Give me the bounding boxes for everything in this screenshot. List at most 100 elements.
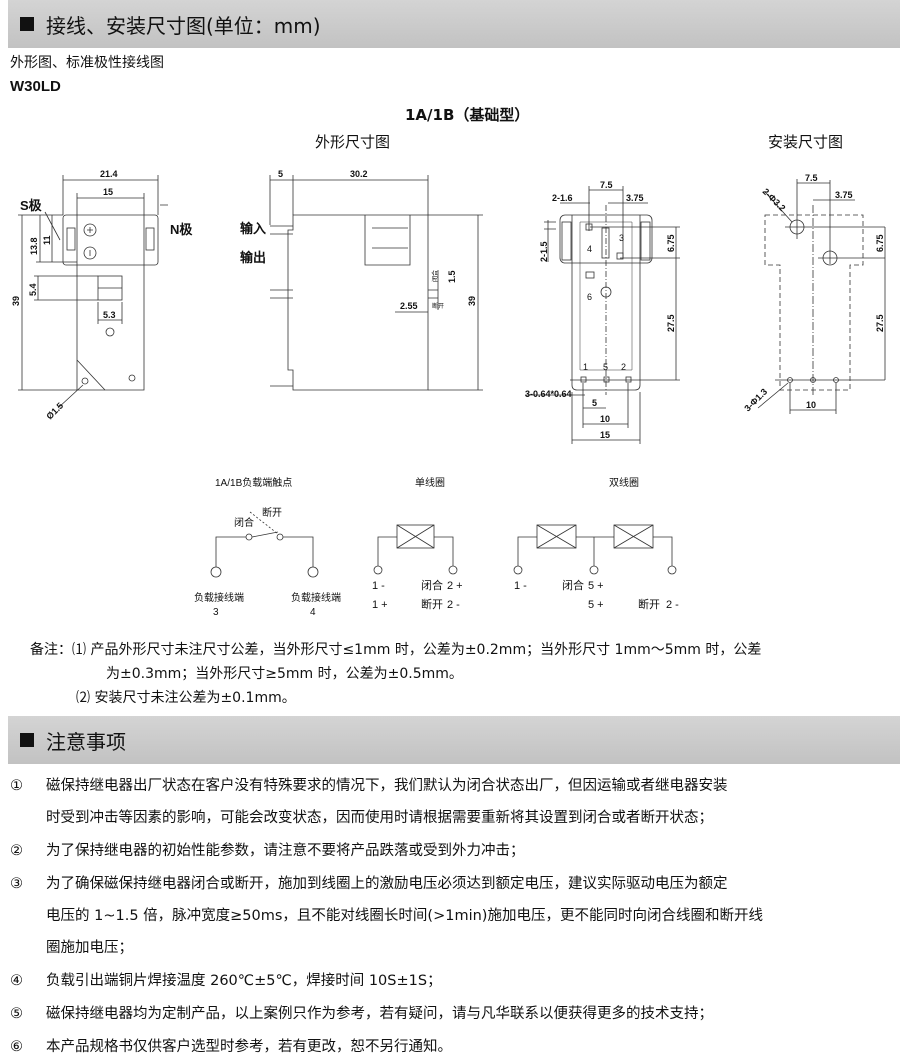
- caution-number: ③: [10, 876, 23, 892]
- svg-text:6: 6: [587, 292, 592, 302]
- note-text: 产品外形尺寸未注尺寸公差，当外形尺寸≤1mm 时，公差为±0.2mm；当外形尺寸…: [90, 642, 762, 658]
- svg-text:1.5: 1.5: [447, 270, 457, 283]
- svg-text:27.5: 27.5: [666, 314, 676, 332]
- svg-text:27.5: 27.5: [875, 314, 885, 332]
- caution-text: 本产品规格书仅供客户选型时参考，若有更改，恕不另行通知。: [46, 1039, 452, 1055]
- svg-text:7.5: 7.5: [600, 180, 613, 190]
- svg-text:负载接线端: 负载接线端: [291, 591, 341, 604]
- svg-text:39: 39: [467, 296, 477, 306]
- caution-text: 时受到冲击等因素的影响，可能会改变状态，因而使用时请根据需要重新将其设置到闭合或…: [46, 810, 713, 826]
- mount-title: 安装尺寸图: [768, 133, 844, 151]
- svg-text:5: 5: [603, 362, 608, 372]
- svg-text:5 +: 5 +: [588, 580, 604, 592]
- notes-label: 备注：: [30, 642, 72, 658]
- svg-text:N极: N极: [170, 222, 193, 237]
- svg-text:11: 11: [42, 235, 52, 245]
- note-number: ⑴: [72, 642, 86, 658]
- svg-text:单线圈: 单线圈: [415, 476, 445, 489]
- svg-text:断开: 断开: [421, 597, 443, 611]
- svg-text:5.3: 5.3: [103, 310, 116, 320]
- square-bullet-icon: [20, 733, 34, 747]
- dimension-drawings: 21.4 15 S极 N极 39 13.8 11 5.4 5.3 Ø1.5 5 …: [11, 169, 886, 618]
- svg-text:闭合: 闭合: [234, 516, 254, 529]
- svg-text:2-1.5: 2-1.5: [539, 241, 549, 262]
- svg-text:6.75: 6.75: [875, 234, 885, 252]
- caution-number: ①: [10, 778, 23, 794]
- svg-text:15: 15: [103, 187, 113, 197]
- double-coil-diagram: 双线圈 1 - 闭合 5 + 5 + 断开 2 -: [513, 476, 679, 611]
- svg-text:39: 39: [11, 296, 21, 306]
- section-title: 接线、安装尺寸图(单位：mm): [46, 13, 321, 38]
- svg-text:断开: 断开: [638, 597, 660, 611]
- svg-text:4: 4: [587, 244, 592, 254]
- side-view: 5 30.2 输入 输出 闭合 断开 1.5 2.55 39: [240, 169, 483, 391]
- svg-text:3: 3: [213, 607, 219, 618]
- caution-number: ⑥: [10, 1039, 23, 1055]
- svg-text:3: 3: [619, 233, 624, 243]
- svg-text:3-Φ1.3: 3-Φ1.3: [742, 387, 769, 414]
- svg-text:Ø1.5: Ø1.5: [44, 401, 65, 422]
- note-text: 安装尺寸未注公差为±0.1mm。: [94, 690, 296, 706]
- svg-text:输出: 输出: [240, 250, 266, 265]
- svg-text:闭合: 闭合: [431, 270, 439, 282]
- svg-text:断开: 断开: [262, 506, 282, 519]
- contact-diagram: 1A/1B负载端触点 闭合 断开 负载接线端 3 负载接线端 4: [194, 476, 341, 618]
- svg-text:5 +: 5 +: [588, 599, 604, 611]
- notes: 备注：⑴ 产品外形尺寸未注尺寸公差，当外形尺寸≤1mm 时，公差为±0.2mm；…: [30, 638, 761, 710]
- section-header-cautions: 注意事项: [8, 716, 900, 764]
- svg-text:闭合: 闭合: [562, 578, 584, 592]
- mount-view: 7.5 3.75 2-Φ3.2 6.75 27.5 3-Φ1.3 10: [742, 173, 886, 414]
- svg-text:1 -: 1 -: [372, 580, 385, 592]
- svg-text:2: 2: [621, 362, 626, 372]
- svg-text:15: 15: [600, 430, 610, 440]
- svg-text:2-Φ3.2: 2-Φ3.2: [761, 186, 788, 213]
- outline-title: 外形尺寸图: [315, 133, 391, 151]
- caution-number: ④: [10, 973, 23, 989]
- svg-text:5: 5: [278, 169, 283, 179]
- note-text: 为±0.3mm；当外形尺寸≥5mm 时，公差为±0.5mm。: [106, 666, 463, 682]
- svg-text:10: 10: [806, 400, 816, 410]
- svg-text:30.2: 30.2: [350, 169, 368, 179]
- type-title: 1A/1B（基础型）: [405, 106, 530, 124]
- svg-text:13.8: 13.8: [29, 237, 39, 255]
- svg-text:5: 5: [592, 398, 597, 408]
- svg-text:5.4: 5.4: [28, 283, 38, 296]
- svg-text:双线圈: 双线圈: [609, 476, 639, 489]
- caution-number: ⑤: [10, 1006, 23, 1022]
- svg-text:S极: S极: [20, 198, 43, 213]
- svg-text:2 +: 2 +: [447, 580, 463, 592]
- pin-bottom-view: 7.5 2-1.6 3.75 2-1.5 6.75 27.5 3-0.64*0.…: [525, 180, 680, 444]
- svg-text:3.75: 3.75: [626, 193, 644, 203]
- caution-text: 为了确保磁保持继电器闭合或断开，施加到线圈上的激励电压必须达到额定电压，建议实际…: [46, 876, 728, 892]
- dimension-label: 21.4: [100, 169, 118, 179]
- svg-text:6.75: 6.75: [666, 234, 676, 252]
- svg-text:输入: 输入: [240, 221, 266, 236]
- caution-text: 为了保持继电器的初始性能参数，请注意不要将产品跌落或受到外力冲击；: [46, 843, 525, 859]
- note-number: ⑵: [76, 690, 90, 706]
- svg-text:2 -: 2 -: [666, 599, 679, 611]
- single-coil-diagram: 单线圈 1 - 闭合 2 + 1 + 断开 2 -: [372, 476, 463, 611]
- model-name: W30LD: [10, 78, 61, 95]
- svg-text:7.5: 7.5: [805, 173, 818, 183]
- svg-text:1A/1B负载端触点: 1A/1B负载端触点: [215, 476, 292, 489]
- svg-text:2-1.6: 2-1.6: [552, 193, 573, 203]
- section-header-wiring: 接线、安装尺寸图(单位：mm): [8, 0, 900, 48]
- svg-text:负载接线端: 负载接线端: [194, 591, 244, 604]
- svg-text:4: 4: [310, 607, 316, 618]
- caution-text: 电压的 1~1.5 倍，脉冲宽度≥50ms，且不能对线圈长时间(>1min)施加…: [46, 908, 763, 924]
- caution-text: 磁保持继电器出厂状态在客户没有特殊要求的情况下，我们默认为闭合状态出厂，但因运输…: [46, 778, 728, 794]
- square-bullet-icon: [20, 17, 34, 31]
- subtitle: 外形图、标准极性接线图: [10, 55, 164, 71]
- caution-text: 磁保持继电器均为定制产品，以上案例只作为参考，若有疑问，请与凡华联系以便获得更多…: [46, 1006, 713, 1022]
- caution-text: 负载引出端铜片焊接温度 260℃±5℃，焊接时间 10S±1S；: [46, 973, 442, 989]
- svg-text:2.55: 2.55: [400, 301, 418, 311]
- section-title: 注意事项: [46, 729, 126, 754]
- svg-text:3-0.64*0.64: 3-0.64*0.64: [525, 389, 572, 399]
- svg-text:闭合: 闭合: [421, 578, 443, 592]
- caution-text: 圈施加电压；: [46, 940, 133, 956]
- front-view: 21.4 15 S极 N极 39 13.8 11 5.4 5.3 Ø1.5: [11, 169, 193, 421]
- svg-text:2 -: 2 -: [447, 599, 460, 611]
- svg-text:1: 1: [583, 362, 588, 372]
- svg-text:1 +: 1 +: [372, 599, 388, 611]
